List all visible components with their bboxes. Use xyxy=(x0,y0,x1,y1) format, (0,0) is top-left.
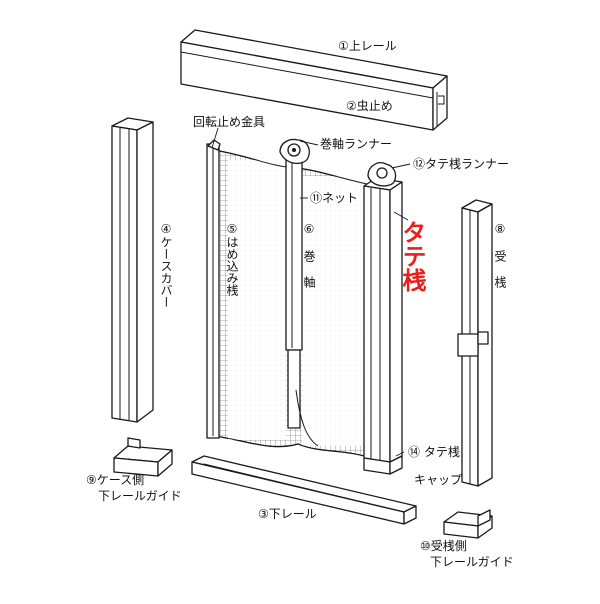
label-vertical-stile-runner: ⑫タテ桟ランナー xyxy=(413,157,509,171)
label-insect-stop: ②虫止め xyxy=(346,99,393,113)
vertical-stile-cap xyxy=(363,455,403,475)
vertical-stile xyxy=(363,177,403,463)
label-inset-stile: ⑤はめ込み桟 xyxy=(225,222,239,296)
leader-lines xyxy=(211,127,411,457)
case-cover xyxy=(111,117,154,423)
roller-runner xyxy=(279,138,310,164)
label-vertical-stile-highlight: タテ桟 xyxy=(398,220,426,293)
receiving-side-lower-rail-guide xyxy=(443,509,493,539)
label-case-side-guide-1: ⑨ケース側 xyxy=(86,473,144,487)
upper-rail xyxy=(180,29,448,131)
label-receiving-side-guide-2: 下レールガイド xyxy=(430,555,514,569)
case-side-lower-rail-guide xyxy=(113,437,173,477)
label-vertical-stile-cap-2: キャップ xyxy=(414,473,462,487)
vertical-stile-runner xyxy=(367,162,397,187)
label-roller-shaft: ⑥巻軸 xyxy=(302,222,316,302)
label-rotation-stopper: 回転止め金具 xyxy=(193,114,265,129)
label-net: ⑪ネット xyxy=(310,191,358,205)
label-roller-runner: 巻軸ランナー xyxy=(320,137,392,151)
label-lower-rail: ③下レール xyxy=(258,507,317,521)
label-receiving-stile: ⑧受桟 xyxy=(493,222,507,302)
inset-stile xyxy=(206,139,221,439)
receiving-stile xyxy=(457,199,493,487)
label-case-side-guide-2: 下レールガイド xyxy=(98,489,182,503)
label-vertical-stile-cap-1: ⑭ タテ桟 xyxy=(408,445,460,459)
lower-rail xyxy=(191,455,417,525)
label-upper-rail: ①上レール xyxy=(338,39,397,53)
label-case-cover: ④ケースカバー xyxy=(159,222,173,308)
label-receiving-side-guide-1: ⑩受桟側 xyxy=(420,539,467,553)
